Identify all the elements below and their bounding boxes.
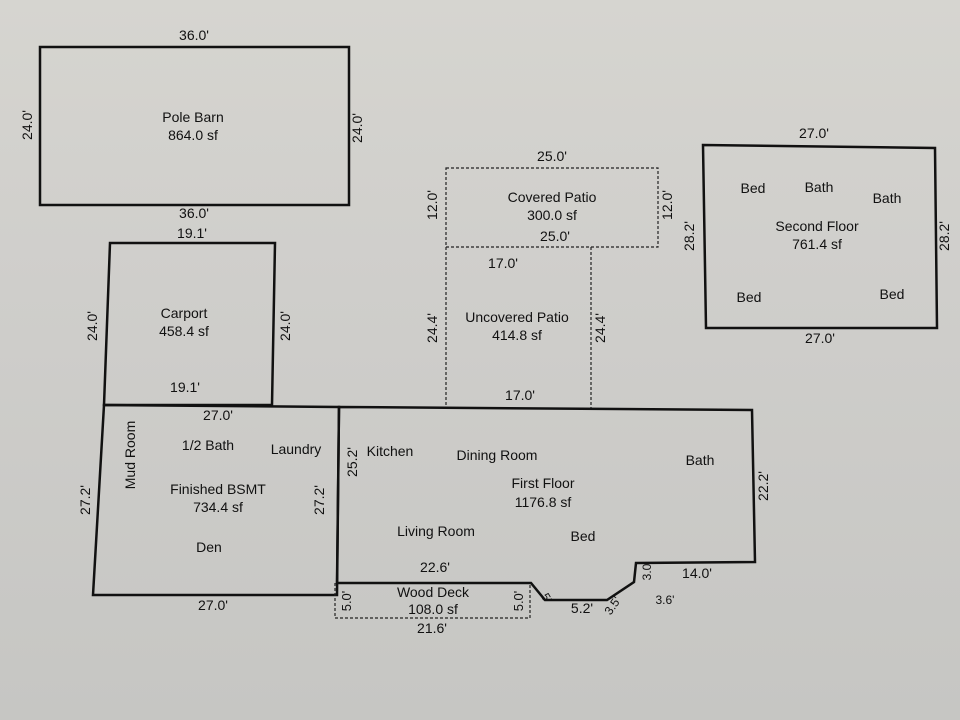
covered-patio-right-dim: 12.0' [659, 190, 675, 220]
wood-deck-left-dim: 5.0' [339, 591, 354, 612]
first-floor-step-dim: 14.0' [682, 565, 712, 581]
basement-left-dim: 27.2' [77, 485, 93, 515]
second-floor: 27.0' 27.0' 28.2' 28.2' Bed Bath Bath Se… [681, 125, 952, 346]
covered-patio: 25.0' 25.0' 12.0' 12.0' Covered Patio 30… [424, 148, 675, 248]
uncovered-patio-bottom-dim: 17.0' [505, 387, 535, 403]
carport-bottom-dim: 19.1' [170, 379, 200, 395]
first-floor-bevel-bottom-dim: 5.2' [571, 600, 593, 616]
pole-barn-top-dim: 36.0' [179, 27, 209, 43]
room-bath: Bath [805, 179, 834, 195]
first-floor-right-dim: 22.2' [755, 471, 771, 501]
room-bed: Bed [741, 180, 766, 196]
covered-patio-label: Covered Patio [508, 189, 597, 205]
wood-deck-outline [334, 583, 531, 619]
covered-patio-bottom-dim: 25.0' [540, 228, 570, 244]
covered-patio-area: 300.0 sf [527, 207, 577, 223]
basement-bottom-dim: 27.0' [198, 597, 228, 613]
wood-deck-bottom-dim: 21.6' [417, 620, 447, 636]
first-floor-area: 1176.8 sf [515, 494, 572, 510]
basement-right-dim: 27.2' [311, 485, 327, 515]
room-bath: Bath [873, 190, 902, 206]
carport-right-dim: 24.0' [277, 311, 293, 341]
wood-deck-area: 108.0 sf [408, 601, 458, 617]
second-floor-area: 761.4 sf [792, 236, 842, 252]
wood-deck: Wood Deck 108.0 sf 21.6' 5.0' 5.0' [334, 583, 531, 636]
room-den: Den [196, 539, 222, 555]
carport-outline [102, 241, 277, 407]
second-floor-outline [701, 143, 939, 330]
uncovered-patio-area: 414.8 sf [492, 327, 542, 343]
second-floor-left-dim: 28.2' [681, 221, 697, 251]
uncovered-patio-top-dim: 17.0' [488, 255, 518, 271]
finished-basement: 27.0' 27.0' 27.2' 27.2' Mud Room 1/2 Bat… [77, 403, 341, 613]
pole-barn-area: 864.0 sf [168, 127, 218, 143]
second-floor-top-dim: 27.0' [799, 125, 829, 141]
pole-barn: 36.0' 36.0' 24.0' 24.0' Pole Barn 864.0 … [19, 27, 365, 221]
room-kitchen: Kitchen [367, 443, 414, 459]
room-bed: Bed [571, 528, 596, 544]
basement-label: Finished BSMT [170, 481, 266, 497]
covered-patio-outline [445, 167, 659, 248]
second-floor-bottom-dim: 27.0' [805, 330, 835, 346]
uncovered-patio-label: Uncovered Patio [465, 309, 569, 325]
room-living-room: Living Room [397, 523, 475, 539]
second-floor-right-dim: 28.2' [936, 221, 952, 251]
second-floor-label: Second Floor [775, 218, 859, 234]
room-mud-room: Mud Room [122, 421, 138, 489]
first-floor-bevel-right-dim: 3.5' [602, 594, 624, 618]
room-dining-room: Dining Room [457, 447, 538, 463]
carport-label: Carport [161, 305, 208, 321]
room-bed: Bed [737, 289, 762, 305]
room-half-bath: 1/2 Bath [182, 437, 234, 453]
basement-area: 734.4 sf [193, 499, 243, 515]
uncovered-patio-right-dim: 24.4' [592, 313, 608, 343]
first-floor-step-height-dim: 3.0 [640, 563, 654, 580]
basement-top-dim: 27.0' [203, 407, 233, 423]
room-bath: Bath [686, 452, 715, 468]
first-floor-outline [335, 405, 757, 602]
room-bed: Bed [880, 286, 905, 302]
room-laundry: Laundry [271, 441, 322, 457]
pole-barn-left-dim: 24.0' [19, 110, 35, 140]
first-floor-left-dim: 25.2' [344, 447, 360, 477]
carport: 19.1' 19.1' 24.0' 24.0' Carport 458.4 sf [84, 225, 293, 407]
pole-barn-outline [38, 45, 351, 207]
wood-deck-label: Wood Deck [397, 584, 470, 600]
covered-patio-left-dim: 12.0' [424, 190, 440, 220]
first-floor: 25.2' 22.2' 22.6' 14.0' 3.0 5' 5.2' 3.5'… [335, 405, 771, 618]
wood-deck-right-dim: 5.0' [511, 591, 526, 612]
pole-barn-bottom-dim: 36.0' [179, 205, 209, 221]
carport-area: 458.4 sf [159, 323, 209, 339]
first-floor-bevel-right-dim-2: 3.6' [656, 593, 675, 607]
basement-outline [91, 403, 341, 597]
pole-barn-label: Pole Barn [162, 109, 223, 125]
first-floor-label: First Floor [512, 475, 575, 491]
pole-barn-right-dim: 24.0' [349, 113, 365, 143]
covered-patio-top-dim: 25.0' [537, 148, 567, 164]
first-floor-bottom-dim: 22.6' [420, 559, 450, 575]
carport-top-dim: 19.1' [177, 225, 207, 241]
carport-left-dim: 24.0' [84, 311, 100, 341]
uncovered-patio-left-dim: 24.4' [424, 313, 440, 343]
uncovered-patio: 17.0' 17.0' 24.4' 24.4' Uncovered Patio … [424, 247, 608, 408]
